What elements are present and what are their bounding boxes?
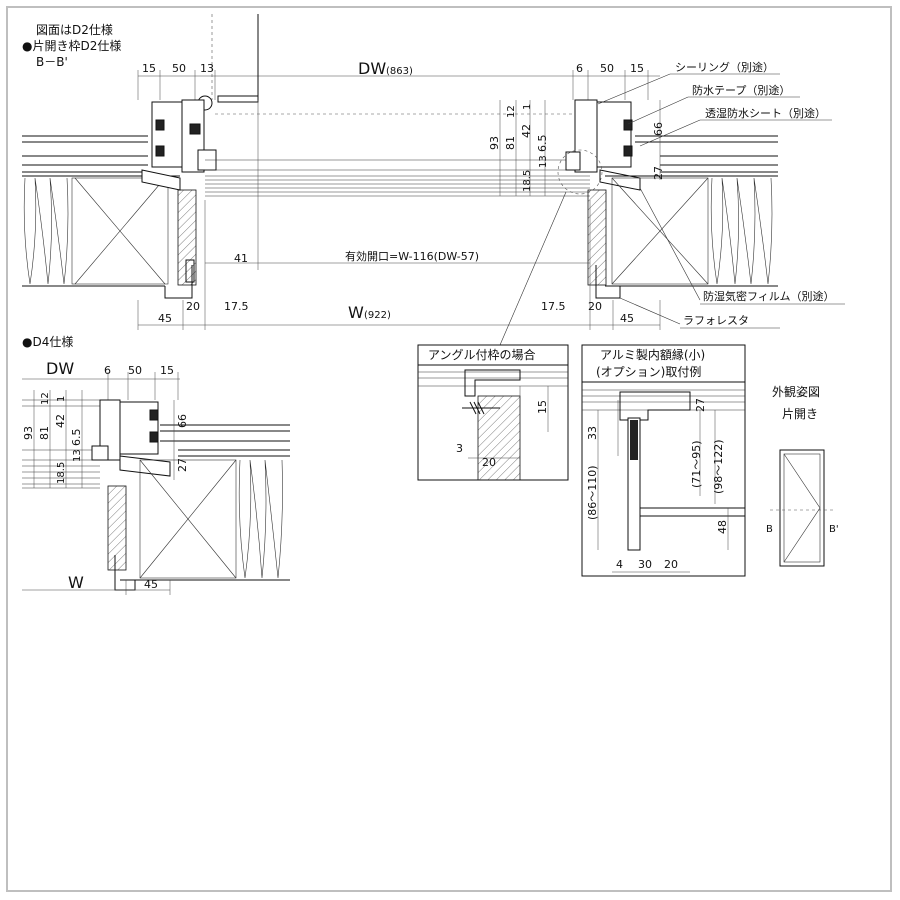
d4-dim-13: 13 (72, 449, 83, 462)
d4-dim-66: 66 (176, 414, 189, 428)
d4-dim-50: 50 (128, 364, 142, 377)
alumi-dim-98-122: (98～122) (712, 439, 725, 494)
d4-dim-1: 1 (56, 396, 67, 402)
alumi-dim-48: 48 (716, 520, 729, 534)
dim-41: 41 (234, 252, 248, 265)
alumi-dim-86-110: (86～110) (586, 465, 599, 520)
opening-label: 有効開口=W-116(DW-57) (345, 249, 479, 263)
dim-top-50a: 50 (172, 62, 186, 75)
angle-dim-3: 3 (456, 442, 463, 455)
dim-66: 66 (652, 122, 665, 136)
alumi-box-title2: (オプション)取付例 (596, 365, 701, 379)
dim-17-5a: 17.5 (224, 300, 249, 313)
alumi-dim-71-95: (71～95) (690, 440, 703, 488)
d4-dim-6: 6 (104, 364, 111, 377)
dim-top-13: 13 (200, 62, 214, 75)
dim-top-50b: 50 (600, 62, 614, 75)
d4-dim-81: 81 (38, 426, 51, 440)
d4-dim-12: 12 (40, 392, 51, 405)
callout-lafore: ラフォレスタ (683, 314, 749, 327)
dim-13b: 13 (538, 155, 549, 168)
elevation-b: B (766, 524, 773, 535)
alumi-box-title1: アルミ製内額縁(小) (600, 347, 705, 362)
w-value: (922) (364, 310, 391, 321)
dw-value: (863) (386, 66, 413, 77)
d4-title: ●D4仕様 (22, 335, 73, 349)
d4-section-drawing (22, 372, 290, 595)
dim-42: 42 (520, 124, 533, 138)
alumi-dim-33: 33 (586, 426, 599, 440)
d4-w-label: W (68, 573, 84, 592)
angle-detail-box (417, 344, 569, 481)
callout-film: 防湿気密フィルム（別途） (703, 289, 835, 303)
dim-27: 27 (652, 166, 665, 180)
door-elevation (770, 449, 836, 567)
dim-93: 93 (488, 136, 501, 150)
alumi-dim-30: 30 (638, 558, 652, 571)
angle-box-title: アングル付枠の場合 (428, 347, 536, 362)
callout-waterproof-tape: 防水テープ（別途） (692, 83, 790, 97)
dim-18-5: 18.5 (522, 170, 533, 192)
dim-top-6: 6 (576, 62, 583, 75)
dim-1: 1 (522, 104, 533, 110)
dim-45b: 45 (620, 312, 634, 325)
elevation-title: 外観姿図 (772, 385, 820, 399)
drawing-frame (6, 6, 892, 892)
dim-top-15b: 15 (630, 62, 644, 75)
d4-dw-label: DW (46, 359, 74, 378)
d4-dim-15: 15 (160, 364, 174, 377)
alumi-dim-4: 4 (616, 558, 623, 571)
dim-top-15a: 15 (142, 62, 156, 75)
drawing-note: 図面はD2仕様 (36, 23, 113, 37)
angle-dim-15: 15 (536, 400, 549, 414)
elevation-b2: B' (829, 524, 839, 535)
dim-20b: 20 (588, 300, 602, 313)
d4-dim-6-5: 6.5 (70, 429, 83, 447)
section-title: ●片開き枠D2仕様 (22, 39, 121, 53)
w-label: W (348, 303, 364, 322)
section-mark: B－B' (36, 55, 68, 69)
dim-6-5: 6.5 (536, 135, 549, 153)
angle-dim-20: 20 (482, 456, 496, 469)
alumi-detail-box (581, 344, 746, 577)
d4-dim-27: 27 (176, 458, 189, 472)
d4-dim-45: 45 (144, 578, 158, 591)
callout-sheet: 透湿防水シート（別途） (705, 106, 826, 120)
callout-sealing: シーリング（別途） (675, 60, 774, 74)
dim-20a: 20 (186, 300, 200, 313)
d4-dim-18-5: 18.5 (56, 462, 67, 484)
dim-45a: 45 (158, 312, 172, 325)
dw-label: DW (358, 59, 386, 78)
top-section-drawing (22, 14, 778, 346)
d4-dim-93: 93 (22, 426, 35, 440)
alumi-dim-27: 27 (694, 398, 707, 412)
dim-81: 81 (504, 136, 517, 150)
alumi-dim-20: 20 (664, 558, 678, 571)
d4-dim-42: 42 (54, 414, 67, 428)
callout-leaders (597, 73, 845, 329)
dim-17-5b: 17.5 (541, 300, 566, 313)
elevation-subtitle: 片開き (782, 407, 818, 421)
dim-12: 12 (506, 105, 517, 118)
